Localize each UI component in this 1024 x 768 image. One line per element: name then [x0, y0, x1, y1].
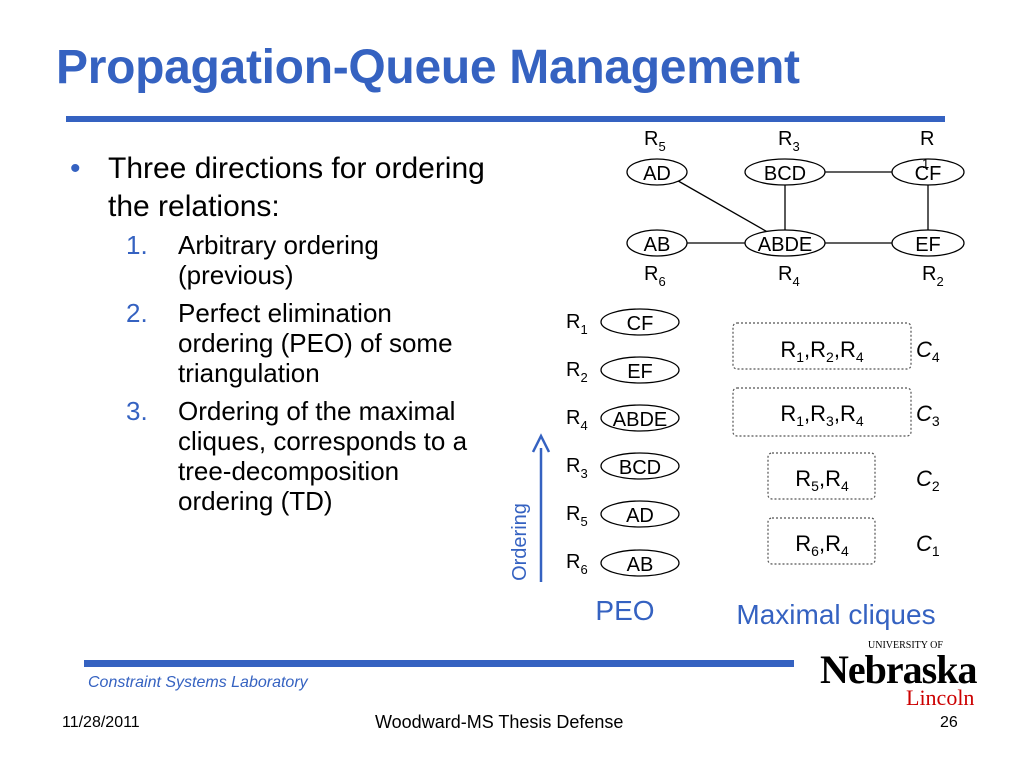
clique-relations: R1,R3,R4 [780, 401, 864, 429]
node-relation: R6 [644, 263, 666, 289]
clique-item: R5,R4 C2 [767, 452, 940, 500]
clique-box [732, 387, 912, 437]
ordering-label: Ordering [509, 503, 531, 581]
peo-ellipse [600, 549, 680, 577]
peo-label: AD [626, 505, 654, 527]
bullet-list: • Three directions for ordering the rela… [70, 150, 510, 524]
graph-node: ABDE R4 [744, 229, 826, 289]
sub-item-text: Arbitrary ordering (previous) [178, 230, 379, 290]
peo-label: AB [627, 554, 654, 576]
node-ellipse [626, 229, 688, 257]
footer-date: 11/28/2011 [62, 714, 140, 731]
arrow-up-icon [531, 433, 551, 453]
peo-label: EF [627, 361, 653, 383]
clique-item: R1,R2,R4 C4 [732, 322, 940, 370]
clique-box [732, 322, 912, 370]
footer-rule [84, 660, 794, 667]
clique-name: C4 [916, 337, 940, 365]
footer-title: Woodward-MS Thesis Defense [375, 712, 624, 732]
sub-item-number: 1. [126, 230, 148, 260]
clique-name: C2 [916, 466, 940, 494]
node-ellipse [744, 158, 826, 186]
clique-name: C1 [916, 531, 940, 559]
sub-list: 1. Arbitrary ordering (previous) 2. Perf… [70, 230, 510, 516]
university-logo: UNIVERSITY OF Nebraska Lincoln [820, 640, 977, 710]
clique-box [767, 517, 876, 565]
node-relation: R4 [778, 263, 800, 289]
peo-item: R2 EF [566, 356, 680, 385]
clique-relations: R1,R2,R4 [780, 337, 864, 365]
clique-name: C3 [916, 401, 940, 429]
peo-ellipse [600, 356, 680, 384]
sub-item-number: 2. [126, 298, 148, 328]
footer-lab-name: Constraint Systems Laboratory [88, 674, 308, 691]
node-label: AD [643, 163, 671, 185]
node-label: BCD [764, 163, 806, 185]
node-label: EF [915, 234, 941, 256]
sub-item: 1. Arbitrary ordering (previous) [126, 230, 510, 290]
sub-item-text: Perfect elimination ordering (PEO) of so… [178, 298, 453, 388]
slide-title: Propagation-Queue Management [56, 41, 800, 94]
peo-relation: R2 [566, 359, 588, 385]
node-ellipse [744, 229, 826, 257]
peo-relation: R5 [566, 503, 588, 529]
peo-label: CF [627, 313, 654, 335]
peo-ellipse [600, 404, 680, 432]
cliques-caption: Maximal cliques [736, 599, 935, 630]
sub-item-number: 3. [126, 396, 148, 426]
bullet-dot-icon: • [70, 152, 81, 185]
graph-node: BCD R3 [744, 128, 826, 186]
logo-nebraska: Nebraska [820, 647, 977, 692]
peo-caption: PEO [595, 595, 654, 626]
node-label: CF [915, 163, 942, 185]
graph-node: AB R6 [626, 229, 688, 289]
bullet-item: • Three directions for ordering the rela… [70, 150, 510, 226]
sub-item-text: Ordering of the maximal cliques, corresp… [178, 396, 468, 516]
node-relation: R3 [778, 128, 800, 154]
clique-item: R1,R3,R4 C3 [732, 387, 940, 437]
page-number: 26 [940, 714, 958, 731]
peo-relation: R4 [566, 407, 588, 433]
peo-item: R5 AD [566, 500, 680, 529]
peo-ellipse [600, 308, 680, 336]
peo-label: BCD [619, 457, 661, 479]
node-ellipse [891, 158, 965, 186]
peo-item: R6 AB [566, 549, 680, 577]
node-relation: R5 [644, 128, 666, 154]
node-ellipse [891, 229, 965, 257]
peo-relation: R3 [566, 455, 588, 481]
graph-node: AD R5 [626, 128, 688, 186]
peo-ellipse [600, 500, 680, 528]
peo-relation: R6 [566, 551, 588, 577]
node-ellipse [626, 158, 688, 186]
node-label: AB [644, 234, 671, 256]
sub-item: 2. Perfect elimination ordering (PEO) of… [126, 298, 510, 388]
clique-relations: R6,R4 [795, 531, 849, 559]
title-underline [66, 116, 945, 122]
logo-lincoln: Lincoln [906, 685, 975, 710]
bullet-text: Three directions for ordering the relati… [108, 152, 485, 223]
ordering-arrow [531, 433, 551, 582]
peo-relation: R1 [566, 311, 588, 337]
peo-ellipse [600, 452, 680, 480]
clique-item: R6,R4 C1 [767, 517, 940, 565]
node-relation: R2 [922, 263, 944, 289]
peo-item: R3 BCD [566, 452, 680, 481]
sub-item: 3. Ordering of the maximal cliques, corr… [126, 396, 510, 516]
logo-university-of: UNIVERSITY OF [868, 640, 943, 651]
clique-relations: R5,R4 [795, 466, 849, 494]
clique-box [767, 452, 876, 500]
peo-item: R4 ABDE [566, 404, 680, 433]
peo-item: R1 CF [566, 308, 680, 337]
node-label: ABDE [758, 234, 812, 256]
peo-label: ABDE [613, 409, 667, 431]
graph-node: EF R2 [891, 229, 965, 289]
